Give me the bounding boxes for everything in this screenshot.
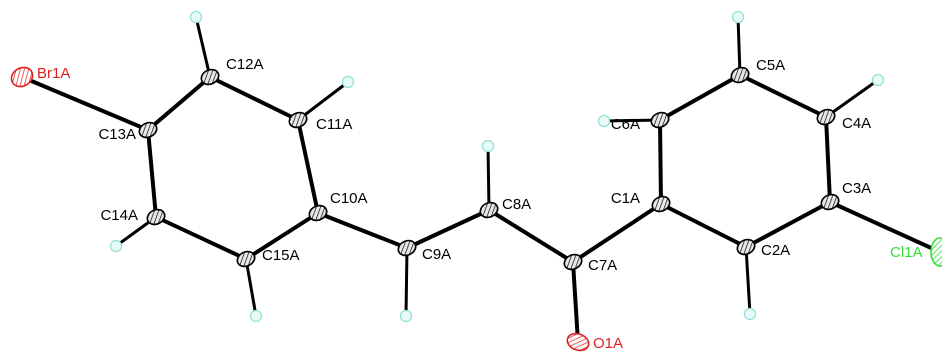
- bond-C6A-C5A: [658, 73, 742, 122]
- ellipsoid-octant-C9A: [398, 243, 417, 257]
- atom-C9A: [397, 239, 417, 257]
- atom-label-C4A: C4A: [842, 115, 871, 132]
- bond-C9A-H: [404, 246, 409, 318]
- atom-label-C15A: C15A: [262, 247, 300, 264]
- bonds-layer: [20, 73, 942, 344]
- atom-label-C12A: C12A: [226, 56, 264, 73]
- bond-C5A-C4A: [738, 73, 828, 119]
- atom-label-C14A: C14A: [100, 207, 138, 224]
- bond-C9A-C8A: [405, 208, 491, 250]
- atom-C15A: [236, 250, 256, 268]
- atom-label-C3A: C3A: [842, 180, 871, 197]
- bond-C10A-C15A: [244, 211, 320, 261]
- hydrogen-atom-on-C2A: [743, 307, 757, 321]
- bond-C7A-O1A: [571, 260, 580, 344]
- bond-C4A-C3A: [824, 115, 832, 204]
- atom-label-C6A: C6A: [611, 116, 640, 133]
- bond-C15A-C14A: [154, 215, 248, 261]
- bond-C14A-C13A: [146, 128, 158, 219]
- atom-C4A: [816, 108, 836, 126]
- ellipsoid-octant-C1A: [652, 199, 671, 213]
- ellipsoid-O1A: [566, 332, 590, 352]
- atom-C13A: [138, 121, 158, 139]
- atom-C2A: [736, 238, 756, 256]
- ellipsoid-octant-C8A: [480, 205, 499, 219]
- ellipsoid-octant-C13A: [139, 125, 158, 139]
- hydrogen-atom-on-C6A: [597, 114, 611, 128]
- atom-label-C13A: C13A: [98, 126, 136, 143]
- atom-label-C5A: C5A: [756, 57, 785, 74]
- hydrogen-atom-on-C5A: [731, 10, 745, 24]
- atom-C14A: [146, 208, 166, 226]
- bond-C7A-C1A: [571, 202, 663, 264]
- bond-C4A-H: [824, 78, 880, 119]
- hydrogen-atom-on-C4A: [871, 73, 885, 87]
- ellipsoid-octant-C5A: [731, 70, 750, 84]
- ellipsoid-octant-C14A: [147, 212, 166, 226]
- atom-C5A: [730, 66, 750, 84]
- hydrogen-atom-on-C8A: [481, 139, 495, 153]
- atom-label-C11A: C11A: [316, 116, 352, 133]
- atom-label-C10A: C10A: [330, 190, 368, 207]
- atom-labels-layer: Br1A C13A C12A C11A C10A C15A C14A C9A C8A C7A O1A…: [37, 56, 923, 352]
- ellipsoid-octant-C4A: [817, 112, 836, 126]
- atom-C12A: [200, 68, 220, 86]
- ellipsoid-octant-C2A: [737, 242, 756, 256]
- bond-C12A-H: [194, 15, 212, 79]
- hydrogen-atom-on-C12A: [189, 10, 203, 24]
- atom-C3A: [820, 193, 840, 211]
- atom-Br1A: [10, 66, 34, 88]
- ellipsoid-octant-C3A: [821, 197, 840, 211]
- atom-C10A: [308, 204, 328, 222]
- bond-Br1A-C13A: [20, 75, 150, 132]
- hydrogen-atom-on-C14A: [109, 239, 123, 253]
- atom-label-C1A: C1A: [611, 190, 640, 207]
- atom-label-Br1A: Br1A: [37, 65, 70, 82]
- atom-C8A: [479, 201, 499, 219]
- atoms-layer: [10, 66, 942, 352]
- atom-label-C8A: C8A: [502, 196, 531, 213]
- atom-C7A: [563, 253, 583, 271]
- bond-C13A-C12A: [146, 75, 212, 132]
- ellipsoid-octant-C6A: [651, 115, 670, 129]
- bond-C15A-H: [244, 257, 258, 318]
- atom-Cl1A: [930, 237, 942, 267]
- bond-C8A-H: [486, 144, 491, 212]
- bond-C3A-C2A: [744, 200, 832, 249]
- atom-label-Cl1A: Cl1A: [890, 244, 923, 261]
- ellipsoid-octant-C11A: [289, 115, 308, 129]
- hydrogen-bonds-layer: [114, 15, 880, 318]
- ellipsoid-Cl1A: [930, 237, 942, 267]
- bond-C8A-C7A: [487, 208, 575, 264]
- hydrogen-atoms-layer: [109, 10, 885, 323]
- atom-C11A: [288, 111, 308, 129]
- ellipsoid-octant-C12A: [201, 72, 220, 86]
- atom-O1A: [566, 332, 590, 352]
- atom-C6A: [650, 111, 670, 129]
- bond-C2A-H: [744, 245, 752, 316]
- ellipsoid-Br1A: [10, 66, 34, 88]
- atom-label-C7A: C7A: [588, 257, 617, 274]
- hydrogen-atom-on-C11A: [341, 75, 355, 89]
- bond-C1A-C6A: [658, 118, 663, 206]
- atom-label-C9A: C9A: [422, 246, 451, 263]
- bond-C5A-H: [736, 15, 742, 77]
- atom-C1A: [651, 195, 671, 213]
- bond-C12A-C11A: [208, 75, 300, 122]
- hydrogen-atom-on-C9A: [399, 309, 413, 323]
- ellipsoid-octant-C7A: [564, 257, 583, 271]
- ellipsoid-octant-C10A: [309, 208, 328, 222]
- hydrogen-atom-on-C15A: [249, 309, 263, 323]
- bond-C10A-C9A: [316, 211, 409, 250]
- atom-label-C2A: C2A: [761, 242, 790, 259]
- bond-C11A-H: [296, 80, 350, 122]
- bond-C3A-Cl1A: [828, 200, 942, 254]
- bond-C2A-C1A: [659, 202, 748, 249]
- ellipsoid-octant-C15A: [237, 254, 256, 268]
- bond-C11A-C10A: [296, 118, 320, 215]
- atom-label-O1A: O1A: [593, 335, 623, 352]
